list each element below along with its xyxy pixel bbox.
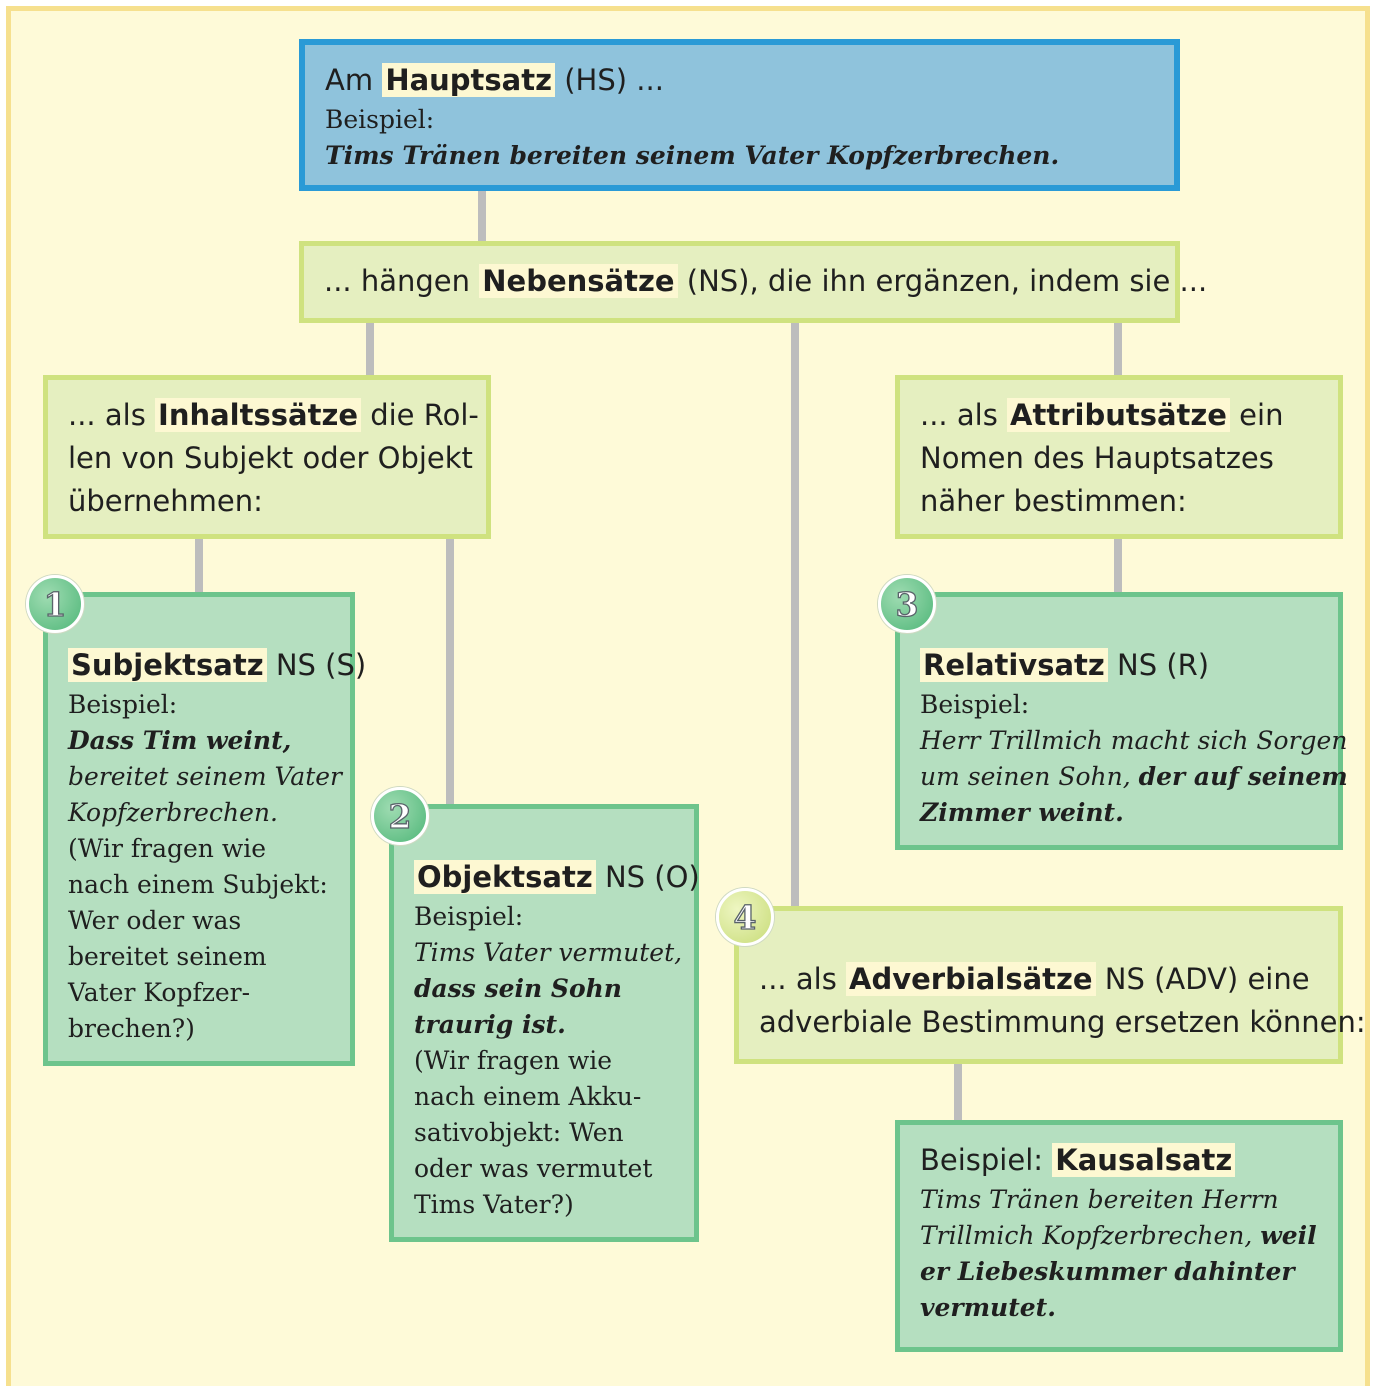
hauptsatz-suffix: (HS) ... (564, 63, 664, 97)
relativsatz-suffix: NS (R) (1117, 648, 1210, 682)
subjektsatz-example-line-2: bereitet seinem Vater (68, 762, 342, 791)
nebensaetze-term: Nebensätze (479, 264, 678, 298)
relativsatz-example-bold-2: Zimmer weint. (920, 798, 1124, 827)
objektsatz-question-2: nach einem Akku- (414, 1082, 642, 1111)
adverbialsaetze-line-2: adverbiale Bestimmung ersetzen können: (759, 1005, 1366, 1039)
attributsaetze-prefix: ... als (920, 398, 998, 432)
connector-inhalt-subjekt (195, 538, 203, 594)
relativsatz-heading: Relativsatz NS (R) (920, 644, 1318, 687)
objektsatz-question-5: Tims Vater?) (414, 1190, 574, 1219)
relativsatz-term: Relativsatz (920, 648, 1108, 682)
subjektsatz-term: Subjektsatz (68, 648, 267, 682)
subjektsatz-question-4: bereitet seinem (68, 942, 267, 971)
connector-ns-inhalt (366, 322, 374, 376)
objektsatz-term: Objektsatz (414, 860, 596, 894)
badge-2: 2 (371, 787, 429, 845)
kausalsatz-heading: Beispiel: Kausalsatz (920, 1139, 1318, 1182)
relativsatz-example-line-1: Herr Trillmich macht sich Sorgen (920, 726, 1348, 755)
inhaltssaetze-line-2: len von Subjekt oder Objekt (68, 441, 473, 475)
connector-ns-attribut (1114, 322, 1122, 376)
objektsatz-suffix: NS (O) (604, 860, 700, 894)
attributsaetze-line-2: Nomen des Hauptsatzes (920, 441, 1274, 475)
objektsatz-example-bold-2: traurig ist. (414, 1010, 566, 1039)
attributsaetze-line-1: ... als Attributsätze ein (920, 394, 1318, 437)
subjektsatz-example-line-3: Kopfzerbrechen. (68, 798, 278, 827)
connector-adverbial-kausal (954, 1062, 962, 1122)
objektsatz-example-line-1: Tims Vater vermutet, (414, 938, 683, 967)
kausalsatz-example-plain: Trillmich Kopfzerbrechen, (920, 1221, 1253, 1250)
kausalsatz-label: Beispiel: (920, 1143, 1044, 1177)
attributsaetze-box: ... als Attributsätze ein Nomen des Haup… (895, 375, 1343, 539)
subjektsatz-question-2: nach einem Subjekt: (68, 870, 328, 899)
badge-4: 4 (716, 888, 774, 946)
attributsaetze-term: Attributsätze (1007, 398, 1230, 432)
attributsaetze-line-3: näher bestimmen: (920, 484, 1187, 518)
connector-inhalt-objekt (446, 538, 454, 806)
objektsatz-question-1: (Wir fragen wie (414, 1046, 613, 1075)
hauptsatz-term: Hauptsatz (382, 63, 555, 97)
kausalsatz-example-bold-1: weil (1260, 1221, 1317, 1250)
objektsatz-beispiel-label: Beispiel: (414, 902, 524, 931)
subjektsatz-example-bold: Dass Tim weint, (68, 726, 292, 755)
relativsatz-beispiel-label: Beispiel: (920, 690, 1030, 719)
hauptsatz-heading: Am Hauptsatz (HS) ... (325, 59, 1154, 102)
adverbialsaetze-prefix: ... als (759, 962, 837, 996)
objektsatz-box: Objektsatz NS (O) Beispiel: Tims Vater v… (389, 804, 700, 1242)
attributsaetze-suffix: ein (1239, 398, 1284, 432)
subjektsatz-question-3: Wer oder was (68, 906, 242, 935)
relativsatz-example-plain: um seinen Sohn, (920, 762, 1131, 791)
subjektsatz-beispiel-label: Beispiel: (68, 690, 178, 719)
kausalsatz-example-line-1: Tims Tränen bereiten Herrn (920, 1185, 1279, 1214)
objektsatz-example-bold-1: dass sein Sohn (414, 974, 622, 1003)
relativsatz-example-line-2: um seinen Sohn, der auf seinem (920, 759, 1348, 795)
kausalsatz-example-line-2: Trillmich Kopfzerbrechen, weil (920, 1218, 1318, 1254)
kausalsatz-example-bold-2: er Liebeskummer dahinter (920, 1257, 1295, 1286)
objektsatz-question-4: oder was vermutet (414, 1154, 653, 1183)
inhaltssaetze-term: Inhaltssätze (155, 398, 361, 432)
adverbialsaetze-line-1: ... als Adverbialsätze NS (ADV) eine (759, 958, 1318, 1001)
hauptsatz-beispiel-label: Beispiel: (325, 105, 435, 134)
relativsatz-example-bold-1: der auf seinem (1138, 762, 1348, 791)
hauptsatz-prefix: Am (325, 63, 374, 97)
nebensaetze-suffix: (NS), die ihn ergänzen, indem sie ... (686, 264, 1208, 298)
connector-ns-adverbial (791, 322, 799, 908)
kausalsatz-example-bold-3: vermutet. (920, 1293, 1056, 1322)
inhaltssaetze-prefix: ... als (68, 398, 146, 432)
subjektsatz-question-1: (Wir fragen wie (68, 834, 267, 863)
relativsatz-box: Relativsatz NS (R) Beispiel: Herr Trillm… (895, 592, 1348, 850)
connector-attribut-relativ (1114, 538, 1122, 594)
nebensaetze-text: ... hängen Nebensätze (NS), die ihn ergä… (324, 260, 1207, 303)
badge-3: 3 (878, 575, 936, 633)
subjektsatz-question-6: brechen?) (68, 1014, 195, 1043)
connector-hs-ns (478, 190, 486, 242)
inhaltssaetze-line-3: übernehmen: (68, 484, 263, 518)
adverbialsaetze-box: ... als Adverbialsätze NS (ADV) eine adv… (734, 906, 1366, 1064)
nebensaetze-prefix: ... hängen (324, 264, 471, 298)
kausalsatz-box: Beispiel: Kausalsatz Tims Tränen bereite… (895, 1120, 1343, 1352)
objektsatz-question-3: sativobjekt: Wen (414, 1118, 624, 1147)
inhaltssaetze-suffix: die Rol- (370, 398, 479, 432)
subjektsatz-question-5: Vater Kopfzer- (68, 978, 251, 1007)
adverbialsaetze-term: Adverbialsätze (846, 962, 1096, 996)
hauptsatz-box: Am Hauptsatz (HS) ... Beispiel: Tims Trä… (299, 39, 1180, 191)
objektsatz-heading: Objektsatz NS (O) (414, 856, 700, 899)
kausalsatz-term: Kausalsatz (1052, 1143, 1236, 1177)
hauptsatz-example: Tims Tränen bereiten seinem Vater Kopfze… (325, 141, 1060, 170)
subjektsatz-heading: Subjektsatz NS (S) (68, 644, 366, 687)
subjektsatz-suffix: NS (S) (275, 648, 367, 682)
adverbialsaetze-suffix: NS (ADV) eine (1104, 962, 1310, 996)
nebensaetze-box: ... hängen Nebensätze (NS), die ihn ergä… (299, 241, 1207, 323)
inhaltssaetze-box: ... als Inhaltssätze die Rol- len von Su… (43, 375, 491, 539)
badge-1: 1 (26, 575, 84, 633)
subjektsatz-box: Subjektsatz NS (S) Beispiel: Dass Tim we… (43, 592, 366, 1066)
inhaltssaetze-line-1: ... als Inhaltssätze die Rol- (68, 394, 479, 437)
